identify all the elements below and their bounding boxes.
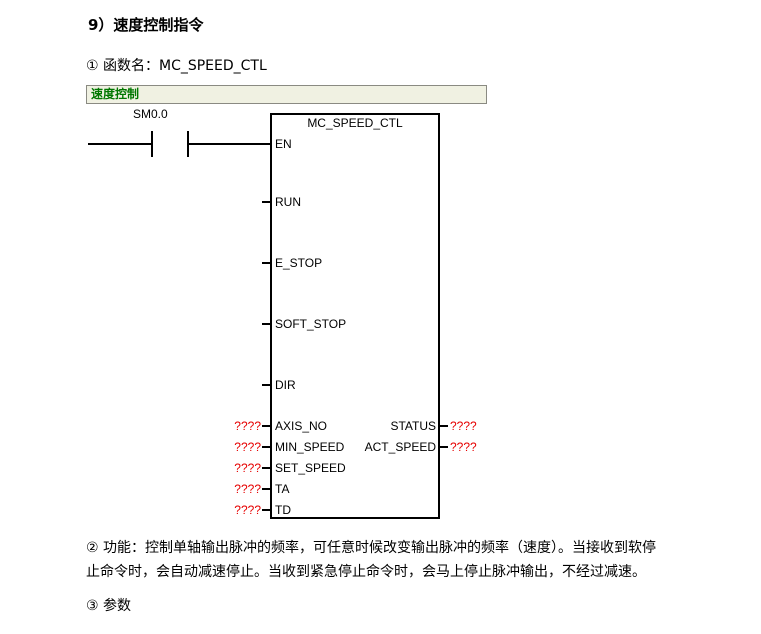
operand-placeholder-status: ???? <box>450 419 477 433</box>
input-pin-min-speed: MIN_SPEED <box>275 440 345 454</box>
ladder-diagram: SM0.0 MC_SPEED_CTL EN RUN E_STOP SOFT_ST… <box>86 104 487 536</box>
input-tick-min-speed <box>262 446 270 448</box>
output-pin-status: STATUS <box>390 419 436 433</box>
contact-label: SM0.0 <box>133 107 168 121</box>
operand-placeholder-axis-no: ???? <box>234 419 261 433</box>
description-line-1: ② 功能：控制单轴输出脉冲的频率，可任意时候改变输出脉冲的频率（速度）。当接收到… <box>86 540 656 556</box>
input-tick-ta <box>262 488 270 490</box>
section-heading: 9）速度控制指令 <box>88 16 204 34</box>
input-tick-dir <box>262 384 270 386</box>
function-block-title: MC_SPEED_CTL <box>307 116 403 130</box>
input-tick-e-stop <box>262 262 270 264</box>
network-title-bar: 速度控制 <box>86 85 487 104</box>
output-tick-act-speed <box>440 446 448 448</box>
input-pin-set-speed: SET_SPEED <box>275 461 346 475</box>
function-description: ② 功能：控制单轴输出脉冲的频率，可任意时候改变输出脉冲的频率（速度）。当接收到… <box>86 536 746 584</box>
input-tick-soft-stop <box>262 323 270 325</box>
function-name-line: ① 函数名：MC_SPEED_CTL <box>86 58 267 74</box>
input-pin-e-stop: E_STOP <box>275 256 323 270</box>
operand-placeholder-act-speed: ???? <box>450 440 477 454</box>
input-pin-axis-no: AXIS_NO <box>275 419 328 433</box>
rail-line-right <box>189 143 270 145</box>
input-pin-dir: DIR <box>275 378 296 392</box>
input-tick-run <box>262 201 270 203</box>
input-pin-en: EN <box>275 137 292 151</box>
input-pin-run: RUN <box>275 195 301 209</box>
operand-placeholder-min-speed: ???? <box>234 440 261 454</box>
operand-placeholder-td: ???? <box>234 503 261 517</box>
parameters-heading: ③ 参数 <box>86 598 132 614</box>
operand-placeholder-ta: ???? <box>234 482 261 496</box>
input-pin-ta: TA <box>275 482 290 496</box>
contact-bar-left <box>151 131 153 157</box>
output-tick-status <box>440 425 448 427</box>
network-title: 速度控制 <box>91 87 140 101</box>
function-block <box>270 113 440 519</box>
description-line-2: 止命令时，会自动减速停止。当收到紧急停止命令时，会马上停止脉冲输出，不经过减速。 <box>86 564 646 580</box>
rail-line-left <box>88 143 151 145</box>
input-tick-td <box>262 509 270 511</box>
input-tick-set-speed <box>262 467 270 469</box>
input-pin-soft-stop: SOFT_STOP <box>275 317 347 331</box>
ladder-network-panel: 速度控制 SM0.0 MC_SPEED_CTL EN RUN E_STOP SO… <box>86 85 487 536</box>
operand-placeholder-set-speed: ???? <box>234 461 261 475</box>
output-pin-act-speed: ACT_SPEED <box>364 440 436 454</box>
contact-bar-right <box>187 131 189 157</box>
input-pin-td: TD <box>275 503 291 517</box>
input-tick-axis-no <box>262 425 270 427</box>
